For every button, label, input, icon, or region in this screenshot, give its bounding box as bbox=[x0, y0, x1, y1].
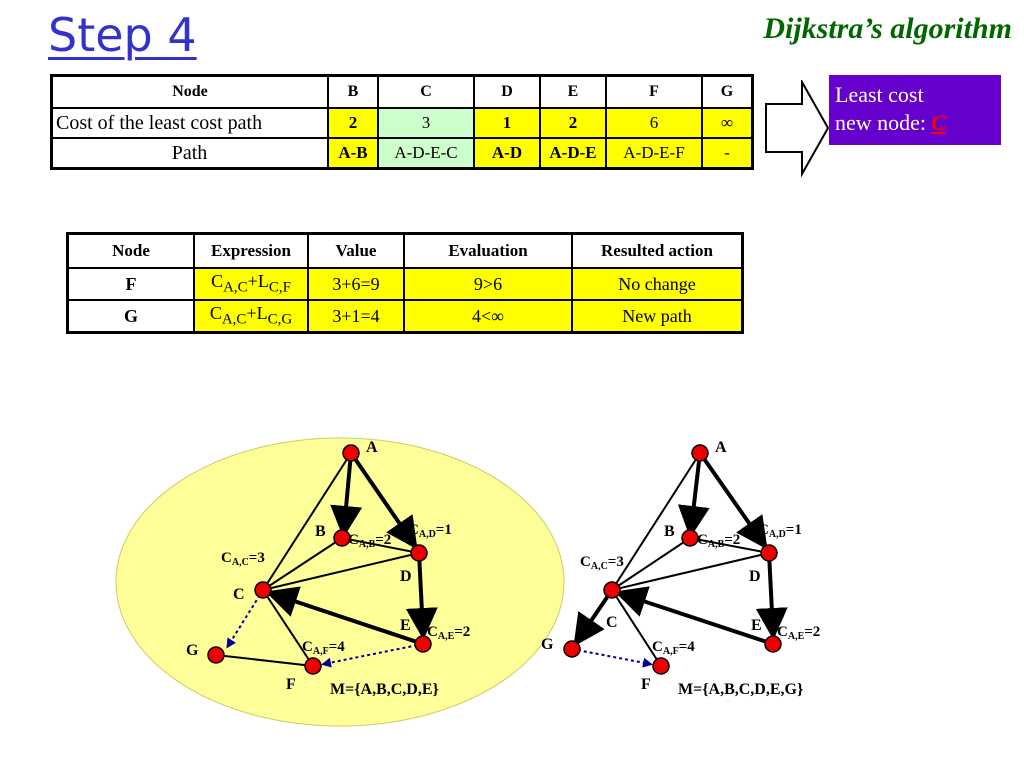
label-g: G bbox=[541, 636, 554, 653]
least-cost-line1: Least cost bbox=[835, 82, 924, 107]
path-d: A-D bbox=[475, 139, 539, 167]
node-b bbox=[681, 529, 699, 547]
node-a bbox=[691, 444, 709, 462]
label-cae: CA,E=2 bbox=[427, 624, 470, 642]
eval-value: 3+1=4 bbox=[309, 301, 403, 331]
header-b: B bbox=[329, 77, 377, 107]
least-cost-node: C bbox=[931, 110, 947, 135]
label-a: A bbox=[366, 439, 378, 456]
eval-expression: CA,C+LC,G bbox=[195, 301, 307, 331]
eval-header-evaluation: Evaluation bbox=[405, 235, 571, 267]
header-c: C bbox=[379, 77, 473, 107]
graph-1: A B D C E G F CA,B=2 CA,D=1 CA,C=3 CA,E=… bbox=[115, 437, 565, 727]
cost-table-header-row: Node B C D E F G bbox=[53, 77, 751, 107]
eval-expression: CA,C+LC,F bbox=[195, 269, 307, 299]
node-e bbox=[764, 635, 782, 653]
node-a bbox=[342, 444, 360, 462]
least-cost-label: new node: bbox=[835, 110, 927, 135]
eval-header-expression: Expression bbox=[195, 235, 307, 267]
label-a: A bbox=[715, 439, 727, 456]
label-c: C bbox=[606, 614, 618, 631]
path-label: Path bbox=[53, 139, 327, 167]
visited-region bbox=[115, 437, 565, 727]
label-f: F bbox=[641, 676, 651, 693]
set-label: M={A,B,C,D,E,G} bbox=[678, 681, 803, 698]
path-e: A-D-E bbox=[541, 139, 605, 167]
node-f bbox=[652, 657, 670, 675]
header-d: D bbox=[475, 77, 539, 107]
eval-evaluation: 4<∞ bbox=[405, 301, 571, 331]
node-c bbox=[254, 581, 272, 599]
label-d: D bbox=[400, 568, 412, 585]
path-f: A-D-E-F bbox=[607, 139, 701, 167]
cost-table: Node B C D E F G Cost of the least cost … bbox=[50, 74, 754, 170]
cost-b: 2 bbox=[329, 109, 377, 137]
eval-header-value: Value bbox=[309, 235, 403, 267]
cost-g: ∞ bbox=[703, 109, 751, 137]
right-arrow-icon bbox=[765, 80, 830, 178]
path-row: Path A-B A-D-E-C A-D A-D-E A-D-E-F - bbox=[53, 139, 751, 167]
cost-c: 3 bbox=[379, 109, 473, 137]
cost-label: Cost of the least cost path bbox=[53, 109, 327, 137]
header-g: G bbox=[703, 77, 751, 107]
cost-e: 2 bbox=[541, 109, 605, 137]
label-d: D bbox=[749, 568, 761, 585]
page-subtitle: Dijkstra’s algorithm bbox=[763, 12, 1012, 45]
header-e: E bbox=[541, 77, 605, 107]
path-g: - bbox=[703, 139, 751, 167]
least-cost-box: Least cost new node: C bbox=[829, 75, 1001, 145]
node-f bbox=[304, 657, 322, 675]
label-e: E bbox=[751, 617, 762, 634]
label-g: G bbox=[186, 642, 199, 659]
label-cab: CA,B=2 bbox=[697, 532, 740, 550]
eval-value: 3+6=9 bbox=[309, 269, 403, 299]
label-caf: CA,F=4 bbox=[302, 639, 345, 657]
label-cab: CA,B=2 bbox=[348, 532, 391, 550]
label-e: E bbox=[400, 617, 411, 634]
label-cae: CA,E=2 bbox=[777, 624, 820, 642]
eval-node: G bbox=[69, 301, 193, 331]
evaluation-table: Node Expression Value Evaluation Resulte… bbox=[66, 232, 744, 334]
node-g bbox=[563, 640, 581, 658]
label-b: B bbox=[315, 523, 326, 540]
cost-f: 6 bbox=[607, 109, 701, 137]
node-d bbox=[760, 544, 778, 562]
node-g bbox=[207, 646, 225, 664]
node-c bbox=[603, 581, 621, 599]
path-c: A-D-E-C bbox=[379, 139, 473, 167]
cost-d: 1 bbox=[475, 109, 539, 137]
label-c: C bbox=[233, 586, 245, 603]
eval-header-row: Node Expression Value Evaluation Resulte… bbox=[69, 235, 741, 267]
cost-row: Cost of the least cost path 2 3 1 2 6 ∞ bbox=[53, 109, 751, 137]
eval-header-node: Node bbox=[69, 235, 193, 267]
eval-header-action: Resulted action bbox=[573, 235, 741, 267]
header-f: F bbox=[607, 77, 701, 107]
page-title: Step 4 bbox=[48, 8, 197, 62]
eval-node: F bbox=[69, 269, 193, 299]
label-b: B bbox=[664, 523, 675, 540]
node-d bbox=[410, 544, 428, 562]
header-node: Node bbox=[53, 77, 327, 107]
eval-row-g: G CA,C+LC,G 3+1=4 4<∞ New path bbox=[69, 301, 741, 331]
label-cad: CA,D=1 bbox=[758, 522, 802, 540]
path-b: A-B bbox=[329, 139, 377, 167]
label-caf: CA,F=4 bbox=[652, 639, 695, 657]
least-cost-line2: new node: C bbox=[835, 109, 1001, 137]
eval-row-f: F CA,C+LC,F 3+6=9 9>6 No change bbox=[69, 269, 741, 299]
label-cac: CA,C=3 bbox=[580, 554, 624, 572]
eval-action: New path bbox=[573, 301, 741, 331]
set-label: M={A,B,C,D,E} bbox=[330, 681, 439, 698]
eval-action: No change bbox=[573, 269, 741, 299]
graph-2: A B D C E G F CA,B=2 CA,D=1 CA,C=3 CA,E=… bbox=[541, 439, 820, 698]
node-b bbox=[333, 529, 351, 547]
label-f: F bbox=[286, 676, 296, 693]
node-e bbox=[414, 635, 432, 653]
eval-evaluation: 9>6 bbox=[405, 269, 571, 299]
